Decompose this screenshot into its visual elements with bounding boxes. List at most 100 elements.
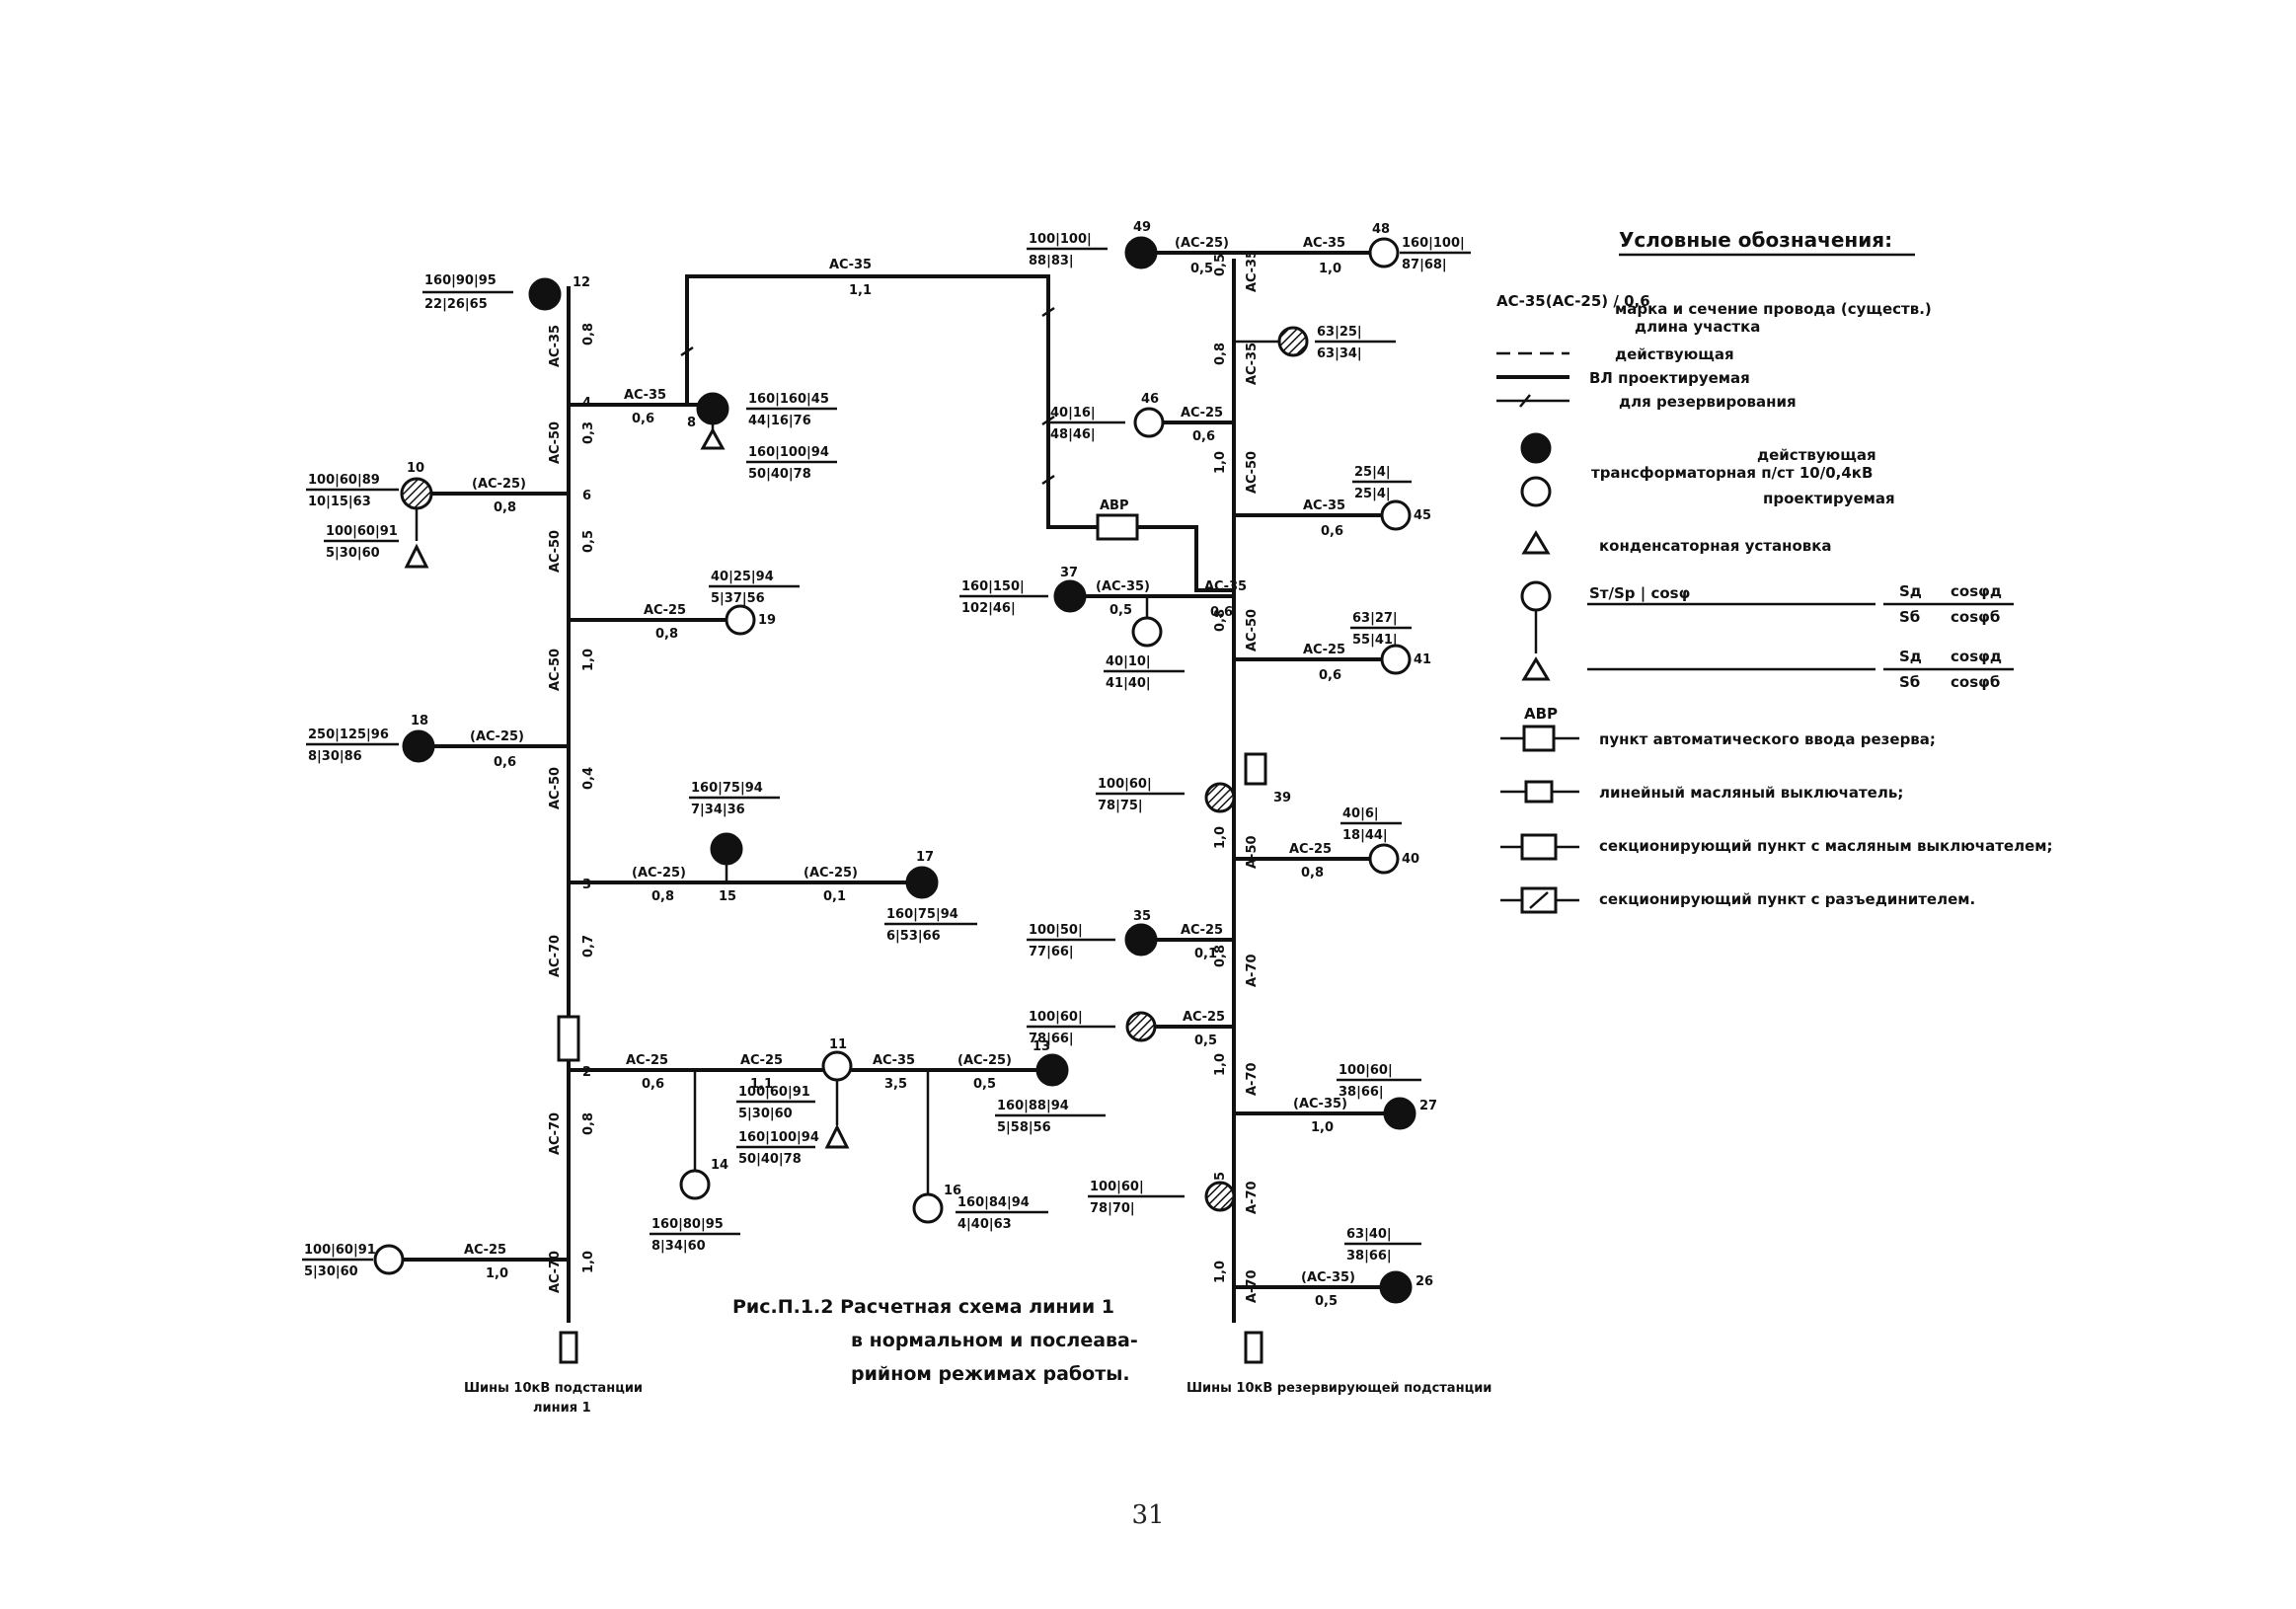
junction-3: 3 — [582, 878, 591, 892]
r3-length: 0,5 — [1110, 603, 1132, 618]
branch-15-17: 15 160|75|94 7|34|36 (АС-25) 0,8 (АС-25)… — [569, 781, 977, 944]
node-8-cap-data2: 50|40|78 — [748, 467, 811, 482]
s1-label: АС-35 — [624, 388, 666, 403]
legend-table2-cos: cosφд — [1951, 648, 2002, 665]
top1-label: АС-35 — [829, 258, 872, 272]
node-26-data1: 63|40| — [1346, 1227, 1392, 1242]
rv2-label: АС-35 — [1245, 343, 1260, 385]
legend-table-sb: Sб — [1899, 608, 1920, 626]
legend-filled-circle — [1520, 432, 1552, 464]
r8-label: АС-25 — [1183, 1010, 1225, 1025]
v1-label: АС-35 — [548, 325, 563, 367]
avr-box — [1096, 513, 1139, 541]
node-8-data2: 44|16|76 — [748, 414, 811, 428]
branch-bottom-left: 100|60|91 5|30|60 АС-25 1,0 — [302, 1243, 569, 1281]
node-11-open — [821, 1050, 853, 1082]
tick-3 — [1041, 415, 1055, 426]
s4-length: 0,6 — [494, 755, 516, 770]
node-17-filled — [905, 866, 939, 899]
node-33-hatched — [1204, 1181, 1236, 1212]
node-41-open — [1380, 644, 1412, 675]
node-37-data2: 102|46| — [961, 601, 1016, 616]
node-19-data2: 5|37|56 — [711, 591, 765, 606]
s6-length: 0,1 — [823, 889, 846, 904]
rv7-length: 1,0 — [1213, 1053, 1228, 1076]
r5-length: 0,6 — [1319, 668, 1341, 683]
legend-existing-text: действующая — [1757, 446, 1876, 464]
node-40-open — [1368, 843, 1400, 875]
node-35-data1: 100|50| — [1029, 923, 1083, 938]
node-13-filled — [1035, 1053, 1069, 1087]
caption-line-1: Рис.П.1.2 Расчетная схема линии 1 — [732, 1296, 1114, 1318]
node-33-group: 100|60| 78|70| — [1088, 1180, 1236, 1216]
node-16-data1: 160|84|94 — [957, 1195, 1030, 1210]
node-26-filled — [1379, 1270, 1413, 1304]
page-number: 31 — [1131, 1500, 1165, 1530]
right-bus-switch — [1244, 1331, 1263, 1364]
v3-label: АС-50 — [548, 530, 563, 573]
node-18-data1: 250|125|96 — [308, 728, 389, 742]
left-section-switch — [557, 1015, 580, 1062]
node-12-filled — [528, 277, 562, 311]
node-10-data1: 100|60|89 — [308, 473, 380, 488]
v8-length: 1,0 — [581, 1251, 596, 1273]
node-38-open — [1131, 616, 1163, 648]
node-46-data2: 48|46| — [1050, 427, 1096, 442]
node-26-group: 26 63|40| 38|66| (АС-35) 0,5 — [1234, 1227, 1433, 1309]
node-18-data2: 8|30|86 — [308, 749, 362, 764]
node-27-data1: 100|60| — [1339, 1063, 1393, 1078]
legend-table-cosb: cosφб — [1951, 608, 2000, 626]
node-10-hatched — [400, 477, 433, 510]
node-48-number: 48 — [1372, 222, 1390, 237]
legend-table2-cosb: cosφб — [1951, 673, 2000, 691]
s2-length: 0,8 — [494, 500, 516, 515]
branch-10: 10 100|60|89 10|15|63 100|60|91 5|30|60 … — [306, 461, 591, 569]
legend: Условные обозначения: АС-35(АС-25) / 0,6… — [1496, 228, 2053, 914]
legend-substation-text: трансформаторная п/ст 10/0,4кВ — [1591, 464, 1873, 482]
left-bus-sub: линия 1 — [533, 1401, 591, 1416]
node-35-data2: 77|66| — [1029, 945, 1074, 959]
branch-8: АС-35 0,6 4 8 160|160|45 44|16|76 160|10… — [569, 388, 837, 482]
node-34-group: 100|60| 78|66| АС-25 0,5 — [1027, 1010, 1234, 1048]
node-17-data2: 6|53|66 — [886, 929, 941, 944]
node-47-data2: 63|34| — [1317, 346, 1362, 361]
node-45-data1: 25|4| — [1354, 465, 1391, 480]
node-46-group: 46 40|16| 48|46| АС-25 0,6 — [1048, 392, 1234, 444]
s8-length: 1,1 — [750, 1077, 773, 1092]
v2-label: АС-50 — [548, 421, 563, 464]
node-35-filled — [1124, 923, 1158, 957]
node-11-cap-data1: 160|100|94 — [738, 1130, 819, 1145]
r7-length: 0,1 — [1194, 947, 1217, 961]
node-27-filled — [1383, 1097, 1416, 1130]
node-26-number: 26 — [1416, 1274, 1433, 1289]
rv2-length: 0,8 — [1213, 343, 1228, 365]
node-19-data1: 40|25|94 — [711, 570, 774, 584]
legend-table2-s: Sд — [1899, 648, 1922, 665]
legend-triangle — [1521, 530, 1551, 555]
r10-label: (АС-35) — [1301, 1270, 1355, 1285]
node-8-cap-data1: 160|100|94 — [748, 445, 829, 460]
legend-table-cos: cosφд — [1951, 582, 2002, 600]
s5-label: (АС-25) — [632, 866, 686, 881]
right-bus-label: Шины 10кВ резервирующей подстанции — [1186, 1381, 1492, 1396]
node-bottom-left-data2: 5|30|60 — [304, 1264, 358, 1279]
node-45-open — [1380, 499, 1412, 531]
node-14-open — [679, 1169, 711, 1200]
node-11-data2: 5|30|60 — [738, 1107, 793, 1121]
node-39-group: 100|60| 78|75| 39 — [1096, 777, 1291, 813]
legend-table-s: Sд — [1899, 582, 1922, 600]
node-15-data1: 160|75|94 — [691, 781, 763, 796]
node-34-data1: 100|60| — [1029, 1010, 1083, 1025]
node-48-open — [1368, 237, 1400, 268]
node-37-group: 37 160|150| 102|46| (АС-35) 0,5 40|10| 4… — [959, 566, 1247, 691]
r6-label: АС-25 — [1289, 842, 1332, 857]
node-18-number: 18 — [411, 714, 428, 728]
node-39-data1: 100|60| — [1098, 777, 1152, 792]
node-13-data2: 5|58|56 — [997, 1120, 1051, 1135]
legend-sep-slash — [1529, 891, 1549, 909]
node-46-open — [1133, 407, 1165, 438]
node-16-open — [912, 1192, 944, 1224]
legend-avr-text: пункт автоматического ввода резерва; — [1599, 730, 1936, 748]
r3-label: (АС-35) — [1096, 579, 1150, 594]
legend-title: Условные обозначения: — [1619, 228, 1892, 252]
